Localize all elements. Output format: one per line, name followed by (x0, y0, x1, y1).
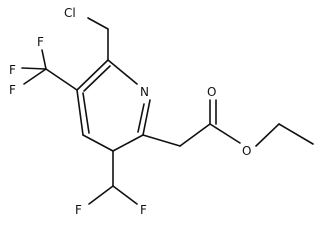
atom-label-f-chf2-right: F (140, 203, 147, 217)
bond-c3-c2 (76, 59, 109, 91)
bond-chf2-f-right (112, 185, 138, 205)
atom-label-f-cf3-bottom: F (9, 83, 16, 97)
pyridine-ring (76, 59, 151, 152)
bond-c4-c3-inner (82, 92, 90, 134)
atom-label-n: N (140, 85, 149, 99)
bond-carbonyl-o-ester (209, 123, 241, 144)
bond-c3-c2-inner (83, 65, 111, 92)
bond-o-ester-ch2 (255, 123, 280, 147)
ethyl-acetate-chain: O O (142, 85, 314, 158)
bond-cf3-f-bottom (23, 68, 47, 85)
atom-label-f-cf3-top: F (37, 35, 44, 49)
bond-c6-ch2 (142, 134, 181, 147)
atom-label-o-ester: O (242, 144, 251, 158)
atom-label-cl: Cl (64, 6, 76, 20)
bond-ch2-ch3 (278, 123, 314, 145)
bond-c3-cf3 (45, 68, 78, 91)
bond-n-c6 (142, 99, 151, 136)
bond-chf2-f-left (88, 185, 114, 205)
trifluoromethyl-group: F F F (9, 35, 78, 97)
bond-c5-c4 (82, 134, 114, 152)
bond-cf3-f-top (41, 49, 47, 70)
bond-c4-c3 (76, 89, 84, 136)
bond-ch2-carbonyl (179, 123, 211, 147)
molecule-structure-diagram: Cl F F F N O O F F (9, 6, 314, 217)
bond-cf3-f-left (21, 67, 47, 70)
bond-ch2-cl (87, 17, 109, 30)
atom-label-f-chf2-left: F (75, 203, 82, 217)
atom-label-f-cf3-left: F (9, 63, 16, 77)
bond-n-c6-inner (137, 103, 145, 133)
difluoromethyl-group: F F (75, 150, 147, 217)
bond-c6-c5 (112, 134, 144, 152)
atom-label-o-carbonyl: O (207, 85, 216, 99)
bond-c2-n (107, 59, 138, 85)
chloromethyl-group: Cl (64, 6, 109, 61)
